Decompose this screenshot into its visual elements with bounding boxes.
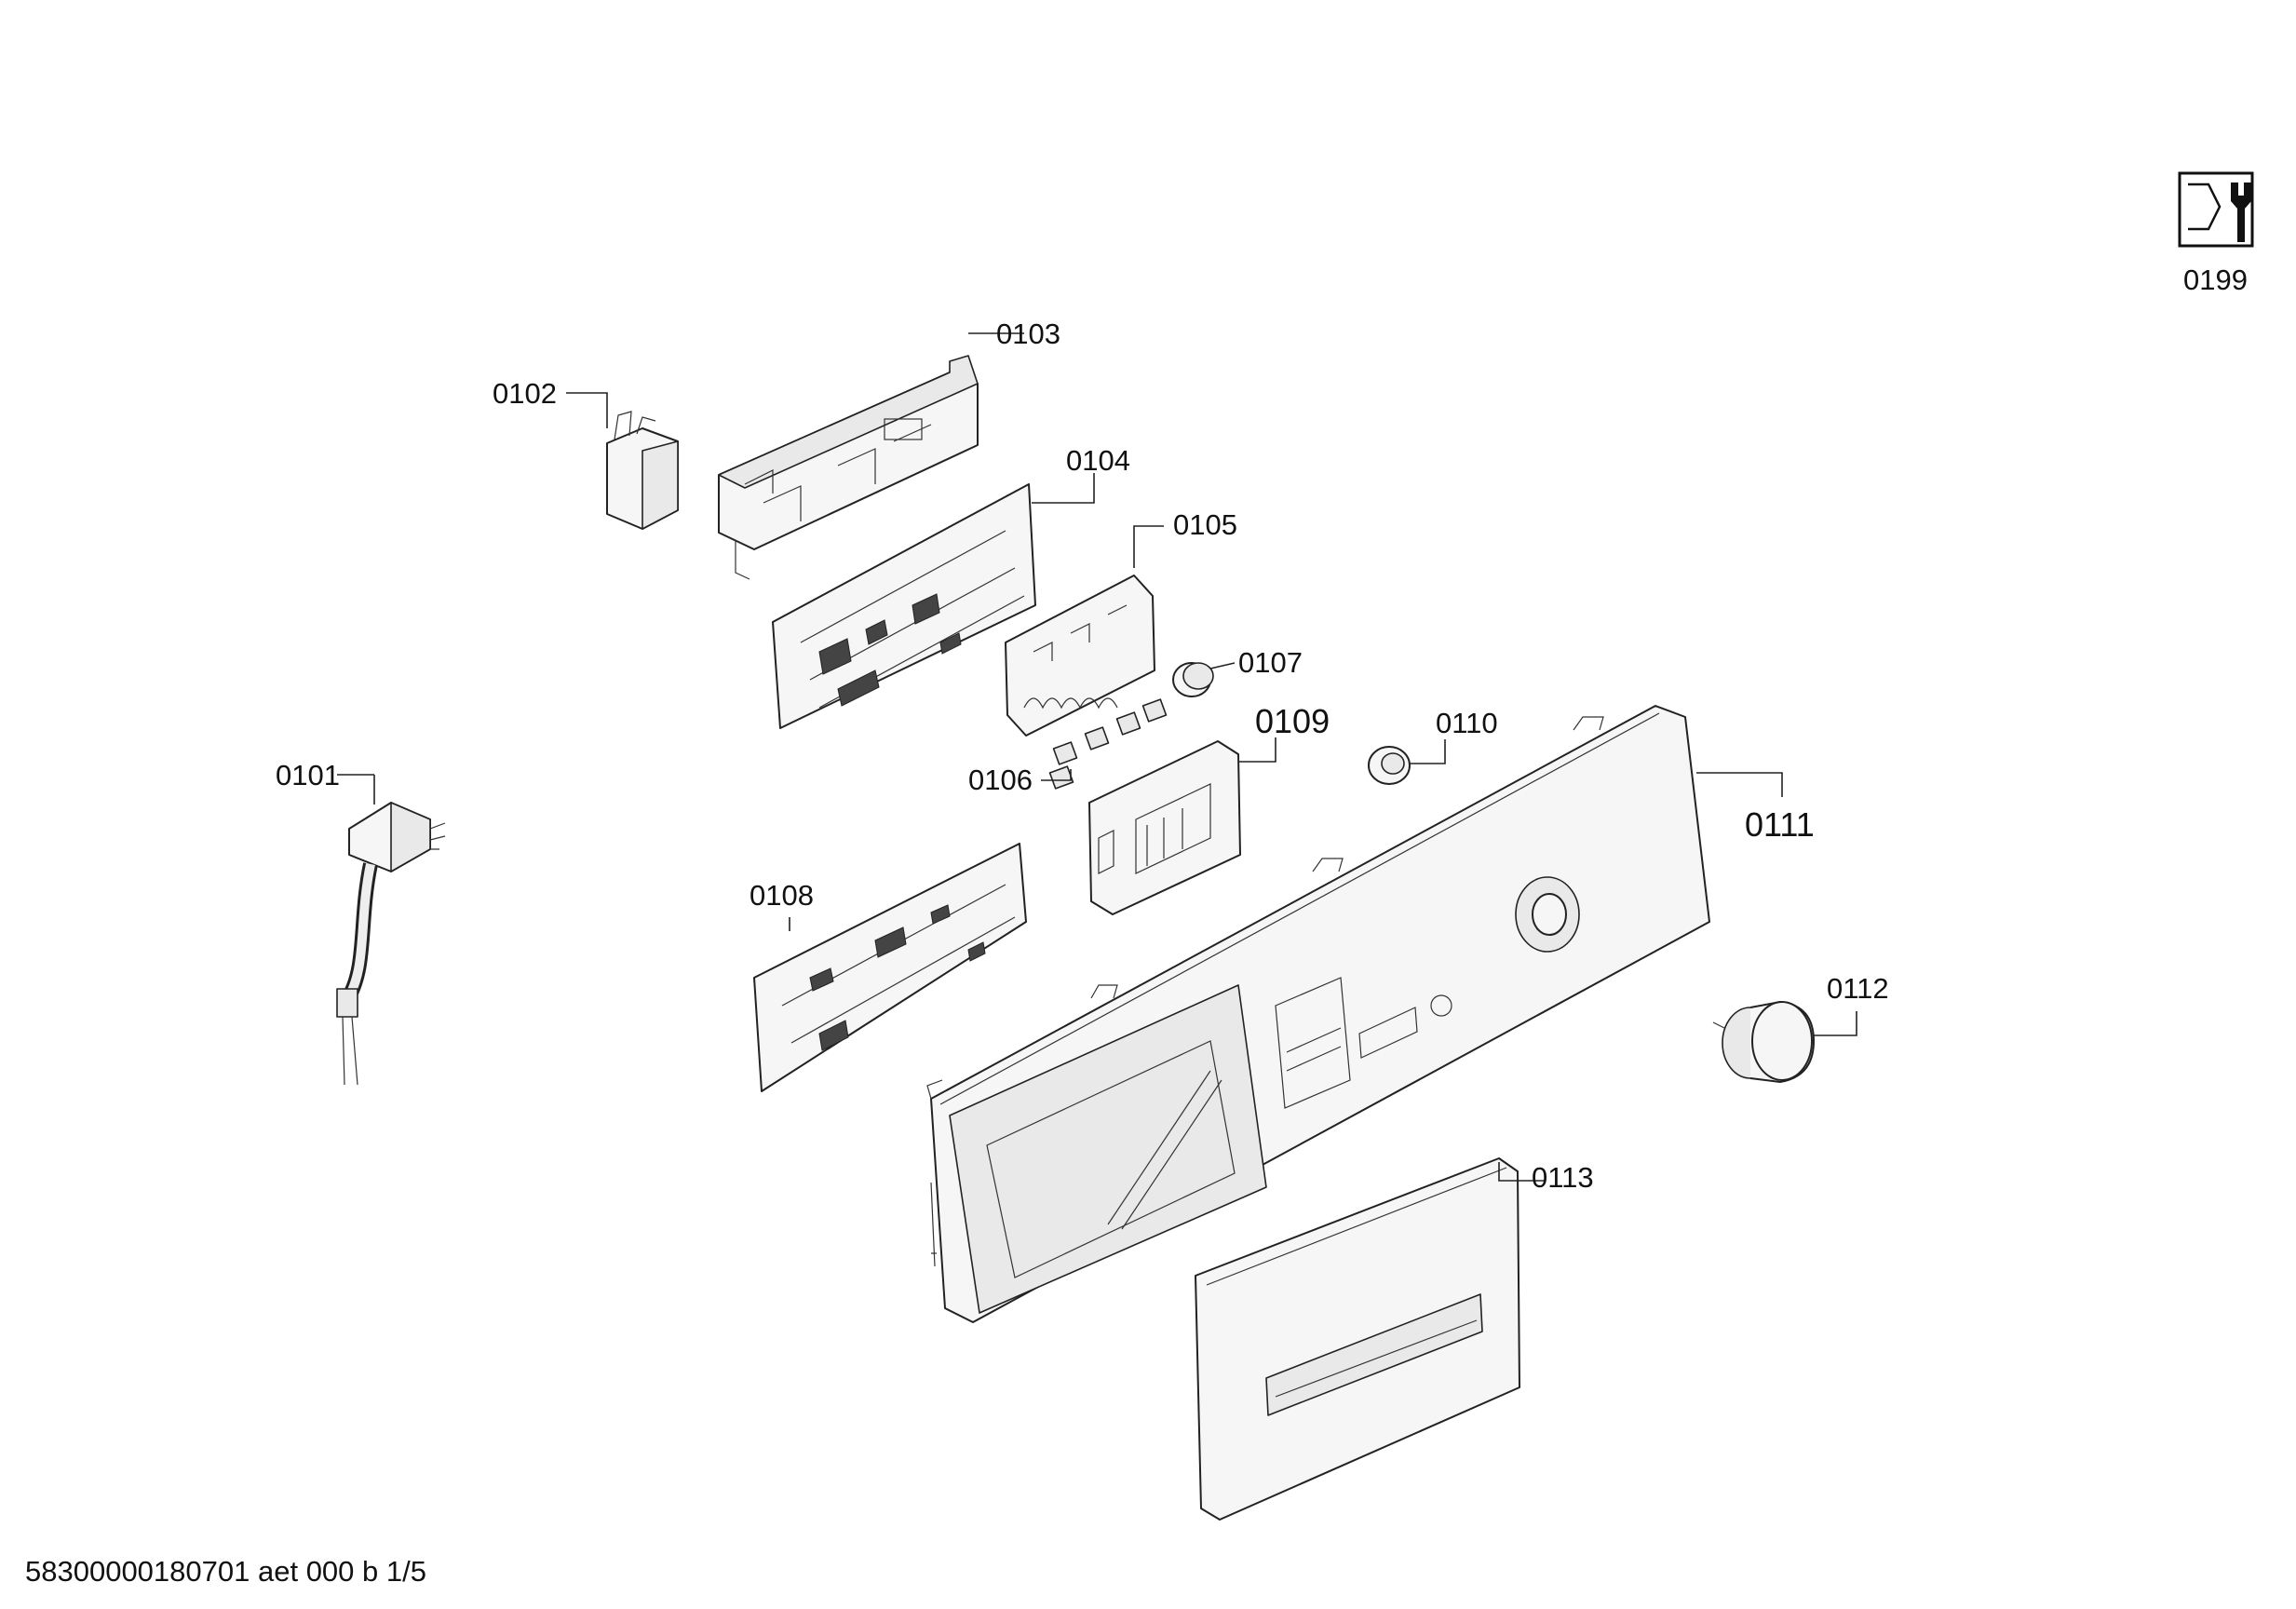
module-housing [718, 355, 979, 580]
display-board-pcb [753, 843, 1027, 1092]
display-holder [1088, 740, 1241, 915]
part-label-0199: 0199 [2183, 264, 2248, 296]
interference-filter [606, 411, 679, 530]
document-footer: 58300000180701 aet 000 b 1/5 [25, 1555, 426, 1588]
power-cord-plug [336, 802, 446, 1086]
control-board-pcb [772, 483, 1036, 729]
part-label-0111: 0111 [1745, 805, 1815, 844]
part-label-0109: 0109 [1255, 702, 1330, 740]
part-label-0106: 0106 [968, 764, 1033, 796]
part-label-0112: 0112 [1827, 972, 1889, 1005]
push-buttons [1048, 698, 1168, 790]
tool-wrench-icon [2178, 171, 2254, 248]
part-label-0110: 0110 [1436, 707, 1498, 739]
programme-knob [1712, 1001, 1815, 1083]
part-label-0113: 0113 [1532, 1161, 1594, 1194]
part-label-0103: 0103 [996, 318, 1060, 350]
part-label-0107: 0107 [1238, 646, 1303, 679]
part-label-0104: 0104 [1066, 444, 1130, 477]
part-label-0108: 0108 [750, 879, 814, 912]
button-bracket [1005, 575, 1155, 737]
small-knob-cap [1172, 662, 1214, 697]
part-label-0101: 0101 [276, 759, 340, 791]
part-label-0102: 0102 [493, 377, 557, 410]
part-label-0105: 0105 [1173, 508, 1237, 541]
selector-ring [1368, 746, 1411, 785]
drawer-handle [1195, 1157, 1520, 1521]
control-panel-fascia [926, 705, 1710, 1323]
